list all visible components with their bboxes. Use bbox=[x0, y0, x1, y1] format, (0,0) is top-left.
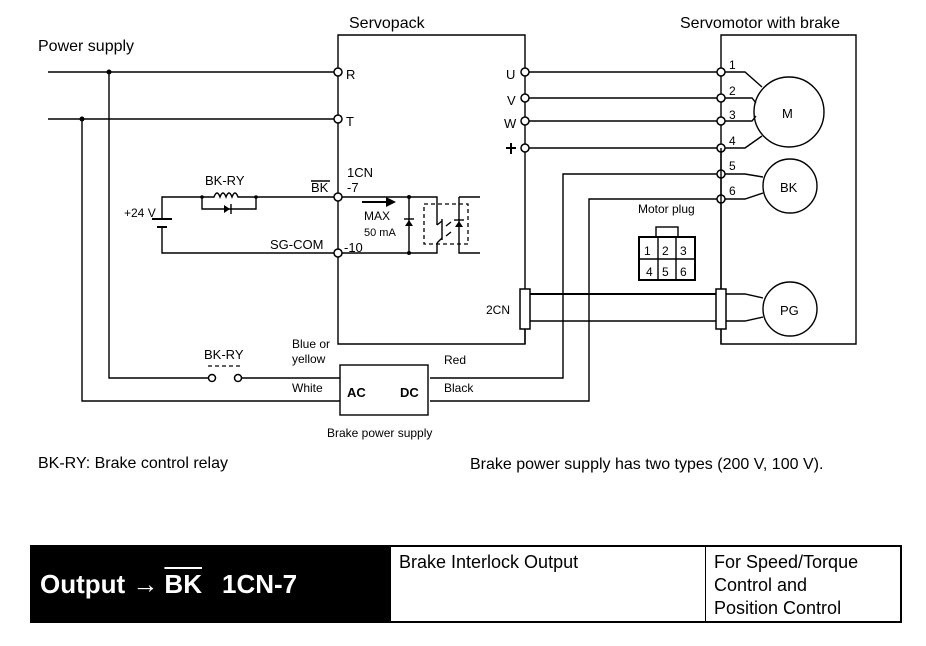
servopack-label: Servopack bbox=[349, 15, 426, 32]
motor-output-lines bbox=[525, 71, 721, 149]
motor-plug-label: Motor plug bbox=[638, 202, 695, 216]
signal-pin: 1CN-7 bbox=[221, 568, 298, 599]
signal-name: BK bbox=[164, 568, 202, 599]
terminal-u bbox=[520, 67, 530, 77]
brake-coil-icon bbox=[762, 158, 818, 214]
motor-pin-1 bbox=[716, 67, 726, 77]
brake-power-supply-box bbox=[339, 364, 429, 416]
black-brake-wire bbox=[430, 198, 717, 402]
relay-coil-label: BK-RY bbox=[205, 173, 245, 188]
brake-label: BK bbox=[780, 180, 798, 195]
supply-wire bbox=[161, 196, 202, 218]
motor-m-label: M bbox=[782, 106, 793, 121]
wire-blue-label: Blue or bbox=[292, 337, 330, 351]
relay-contact-left bbox=[207, 373, 217, 383]
terminal-1cn-7 bbox=[333, 192, 343, 202]
cn1-label: 1CN bbox=[347, 165, 373, 180]
terminal-v-label: V bbox=[507, 93, 516, 108]
brake-supply-caption: Brake power supply bbox=[327, 426, 432, 440]
pin-number: 4 bbox=[729, 134, 736, 148]
motor-m-icon bbox=[753, 76, 825, 148]
terminal-w-label: W bbox=[504, 116, 517, 131]
current-arrow-icon bbox=[362, 197, 396, 207]
plug-pin: 3 bbox=[680, 244, 687, 258]
power-supply-label: Power supply bbox=[38, 38, 134, 55]
relay-note: BK-RY: Brake control relay bbox=[38, 455, 229, 472]
plug-pin: 1 bbox=[644, 244, 651, 258]
motor-encoder-connector bbox=[715, 288, 727, 330]
pin-number: 6 bbox=[729, 184, 736, 198]
relay-feed-wire bbox=[108, 72, 208, 379]
signal-description: Brake Interlock Output bbox=[391, 547, 706, 621]
junction-dot bbox=[407, 195, 411, 199]
plug-pin: 5 bbox=[662, 265, 669, 279]
wire-white-label: White bbox=[292, 381, 323, 395]
supply-note: Brake power supply has two types (200 V,… bbox=[470, 456, 824, 473]
terminal-1cn-10 bbox=[333, 248, 343, 258]
motor-leads bbox=[725, 71, 763, 149]
terminal-w bbox=[520, 116, 530, 126]
output-wire-bottom bbox=[342, 243, 438, 254]
mode-line: For Speed/Torque bbox=[714, 552, 859, 572]
current-label: 50 mA bbox=[364, 227, 396, 239]
terminal-ground bbox=[520, 143, 530, 153]
wire-red-label: Red bbox=[444, 353, 466, 367]
pin10-label: -10 bbox=[344, 240, 363, 255]
encoder-icon bbox=[762, 281, 818, 337]
cn2-label: 2CN bbox=[486, 303, 510, 317]
pin-number: 3 bbox=[729, 108, 736, 122]
pin-number: 5 bbox=[729, 159, 736, 173]
encoder-label: PG bbox=[780, 303, 799, 318]
connector-2cn bbox=[519, 288, 531, 330]
plug-pin: 6 bbox=[680, 265, 687, 279]
signal-summary-table: Output → BK 1CN-7 Brake Interlock Output… bbox=[30, 545, 902, 623]
mode-line: Control and bbox=[714, 575, 808, 595]
pin-number: 2 bbox=[729, 84, 736, 98]
plug-pin: 2 bbox=[662, 244, 669, 258]
wiring-diagram: Power supply Servopack Servomotor with b… bbox=[38, 15, 857, 440]
white-return-wire bbox=[81, 119, 340, 402]
max-label: MAX bbox=[364, 209, 390, 223]
junction-dot bbox=[407, 251, 411, 255]
voltage-label: +24 V bbox=[124, 206, 156, 220]
servomotor-label: Servomotor with brake bbox=[680, 15, 840, 32]
wire-blue-label-2: yellow bbox=[292, 352, 326, 366]
relay-contact-right bbox=[233, 373, 243, 383]
signal-header: Output → BK 1CN-7 bbox=[32, 547, 391, 621]
red-brake-wire bbox=[430, 173, 717, 379]
ground-icon bbox=[506, 143, 516, 154]
motor-pin-3 bbox=[716, 116, 726, 126]
pin-number: 1 bbox=[729, 58, 736, 72]
relay-coil-icon bbox=[200, 192, 258, 214]
relay-contact-label: BK-RY bbox=[204, 347, 244, 362]
servopack-box bbox=[337, 34, 526, 345]
wire-black-label: Black bbox=[444, 381, 474, 395]
dc-label: DC bbox=[400, 385, 419, 400]
terminal-u-label: U bbox=[506, 67, 515, 82]
battery-icon bbox=[152, 218, 172, 228]
encoder-leads bbox=[725, 293, 764, 322]
diode-icon bbox=[404, 218, 414, 226]
mode-line: Position Control bbox=[714, 598, 842, 618]
motor-pin-2 bbox=[716, 93, 726, 103]
motor-plug-icon bbox=[638, 226, 696, 281]
plug-pin: 4 bbox=[646, 265, 653, 279]
output-prefix: Output → bbox=[40, 568, 159, 599]
ac-label: AC bbox=[347, 385, 366, 400]
terminal-t bbox=[333, 114, 343, 124]
control-mode: For Speed/Torque Control and Position Co… bbox=[706, 547, 900, 621]
output-wire-top bbox=[342, 196, 438, 225]
terminal-v bbox=[520, 93, 530, 103]
sg-com-wire bbox=[161, 228, 334, 254]
sg-com-label: SG-COM bbox=[270, 237, 323, 252]
pin7-label: -7 bbox=[347, 180, 359, 195]
terminal-t-label: T bbox=[346, 114, 354, 129]
terminal-r-label: R bbox=[346, 67, 355, 82]
brake-leads bbox=[725, 173, 764, 200]
terminal-r bbox=[333, 67, 343, 77]
bk-signal-label: BK bbox=[311, 180, 329, 195]
optocoupler-icon bbox=[423, 196, 480, 254]
